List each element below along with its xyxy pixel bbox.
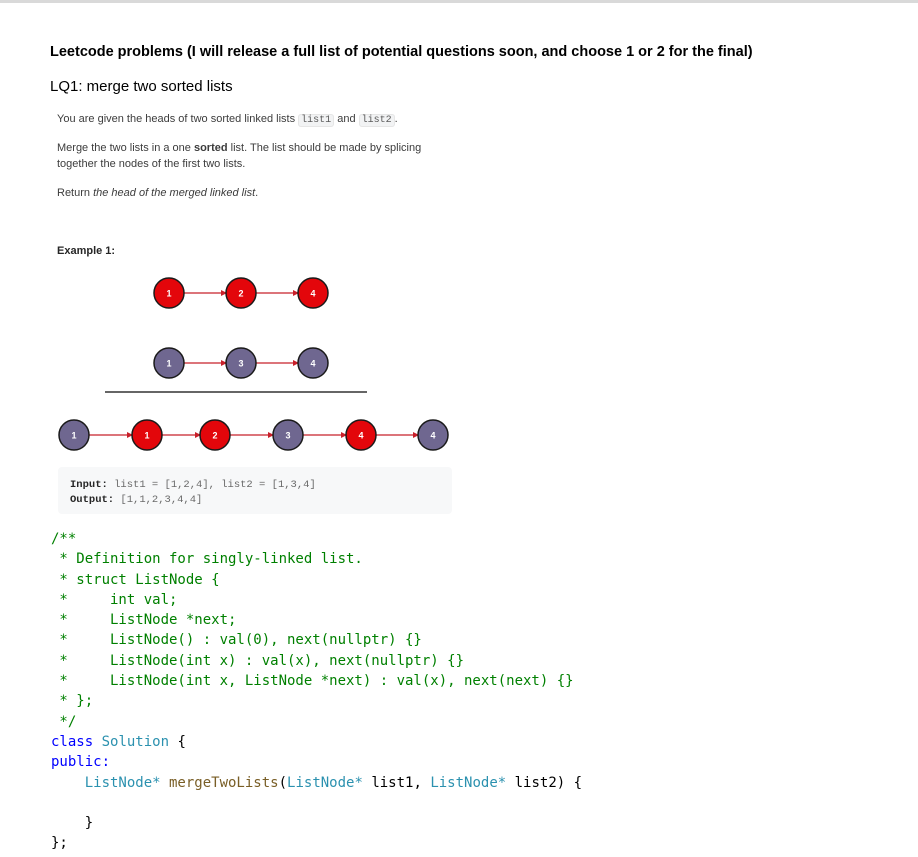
code-line-blank (51, 793, 582, 813)
description-paragraph-3: Return the head of the merged linked lis… (57, 185, 457, 201)
type-name: ListNode* (287, 774, 363, 791)
code-line: * struct ListNode { (51, 571, 220, 588)
list-node-label: 4 (358, 431, 363, 441)
list-node-label: 1 (71, 431, 76, 441)
list2-row: 1 3 4 (153, 347, 329, 379)
list-node-circle (417, 419, 449, 451)
list-node-label: 2 (212, 431, 217, 441)
type-name: Solution (93, 733, 170, 750)
code-block: /** * Definition for singly-linked list.… (51, 529, 582, 854)
list-node-label: 3 (285, 431, 290, 441)
code-line: * ListNode() : val(0), next(nullptr) {} (51, 632, 422, 649)
list-node-circle (297, 277, 329, 309)
code-line: */ (51, 713, 77, 730)
description-paragraph-2: Merge the two lists in a one sorted list… (57, 140, 457, 172)
example-io-box: Input: list1 = [1,2,4], list2 = [1,3,4] … (58, 467, 452, 514)
function-name: mergeTwoLists (160, 774, 279, 791)
page-heading: Leetcode problems (I will release a full… (50, 44, 753, 60)
list-node-label: 3 (238, 359, 243, 369)
text: You are given the heads of two sorted li… (57, 113, 299, 125)
input-label: Input: (70, 479, 108, 491)
example-output: Output: [1,1,2,3,4,4] (70, 494, 202, 506)
list-node-label: 1 (144, 431, 149, 441)
list-node-circle (131, 419, 163, 451)
list-node-circle (153, 277, 185, 309)
code-line-close-class: }; (51, 835, 68, 852)
text: . (255, 187, 259, 199)
code-line: * }; (51, 693, 94, 710)
punctuation: ( (278, 774, 288, 791)
inline-code-list1: list1 (298, 114, 335, 127)
example-input: Input: list1 = [1,2,4], list2 = [1,3,4] (70, 479, 316, 491)
code-line-method: ListNode* mergeTwoLists(ListNode* list1,… (51, 773, 582, 793)
example-title: Example 1: (57, 245, 116, 257)
list-node-circle (297, 347, 329, 379)
top-border (0, 0, 918, 3)
param-name: list1, (362, 774, 431, 791)
list-node-circle (225, 347, 257, 379)
list-node-label: 4 (310, 359, 315, 369)
list-node-label: 1 (166, 359, 171, 369)
output-value: [1,1,2,3,4,4] (114, 494, 203, 506)
text: list. The list should be made by splicin… (57, 142, 422, 170)
output-label: Output: (70, 494, 115, 506)
code-line: * Definition for singly-linked list. (51, 551, 363, 568)
problem-title: LQ1: merge two sorted lists (50, 78, 233, 95)
list-node-circle (345, 419, 377, 451)
text: Merge the two lists in a one (57, 142, 194, 154)
type-name: ListNode* (430, 774, 507, 791)
keyword: class (51, 733, 94, 750)
list-node-circle (199, 419, 231, 451)
text: . (394, 113, 398, 125)
italic-text: the head of the merged linked list (93, 187, 256, 199)
text: Return (57, 187, 94, 199)
code-line: * ListNode(int x, ListNode *next) : val(… (51, 673, 574, 690)
type-name: ListNode* (84, 774, 161, 791)
list-node-label: 1 (166, 289, 171, 299)
list-node-circle (153, 347, 185, 379)
list-node-circle (225, 277, 257, 309)
indent (51, 775, 85, 791)
code-line: * ListNode *next; (51, 612, 237, 629)
code-line-public: public: (51, 754, 111, 771)
list-node-circle (58, 419, 90, 451)
inline-code-list2: list2 (358, 114, 395, 127)
text: and (334, 113, 359, 125)
list-node-label: 4 (430, 431, 435, 441)
code-line-close-method: } (51, 815, 94, 832)
list1-row: 1 2 4 (153, 277, 329, 309)
bold-text: sorted (193, 142, 228, 154)
code-line: * int val; (51, 591, 178, 608)
input-value: list1 = [1,2,4], list2 = [1,3,4] (107, 479, 316, 491)
punctuation: { (169, 733, 186, 750)
list-node-label: 2 (238, 289, 243, 299)
code-line-class: class Solution { (51, 732, 582, 752)
description-paragraph-1: You are given the heads of two sorted li… (57, 111, 457, 129)
list-node-circle (272, 419, 304, 451)
code-line: * ListNode(int x) : val(x), next(nullptr… (51, 652, 465, 669)
merged-row: 1 1 2 3 4 4 (58, 419, 449, 451)
list-node-label: 4 (310, 289, 315, 299)
param-name: list2) { (506, 774, 583, 791)
code-line: /** (51, 531, 77, 547)
